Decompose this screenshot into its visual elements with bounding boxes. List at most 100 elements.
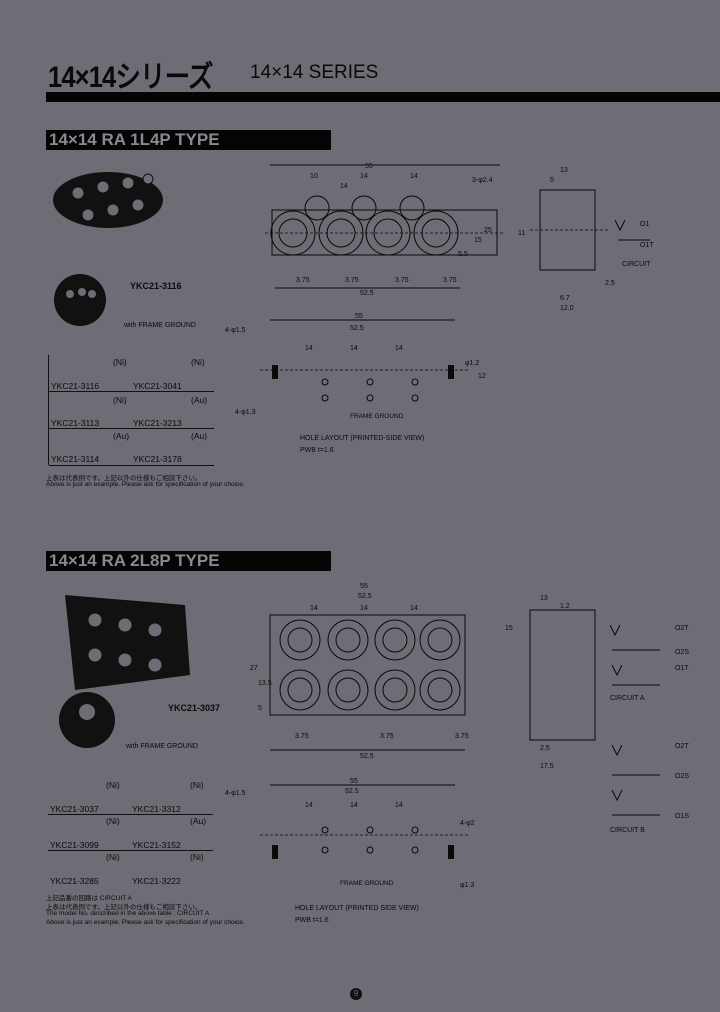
dim-label: 12: [478, 373, 486, 380]
dim-label: 3.75: [296, 277, 310, 284]
dim-label: 5: [550, 177, 554, 184]
dim-label: 52.5: [345, 788, 359, 795]
circuit-label: CIRCUIT: [622, 261, 651, 268]
dim-label: 13: [560, 167, 568, 174]
page-title-en: 14×14 SERIES: [250, 62, 379, 83]
plating: (Au): [113, 431, 130, 441]
dim-label: 10: [310, 173, 318, 180]
model-number: YKC21-3285: [50, 876, 99, 886]
dim-label: 14: [360, 173, 368, 180]
hole-layout-caption: HOLE LAYOUT (PRINTED-SIDE VIEW): [300, 435, 424, 442]
dim-label: 5.5: [458, 251, 468, 258]
plating: (Ni): [106, 780, 120, 790]
circuit-label: O1: [640, 221, 649, 228]
side-view-drawing-1l4p: 13 5 11 2.5 6.7 12.0 O1 O1T CIRCUIT: [518, 167, 654, 312]
dim-label: 14: [310, 605, 318, 612]
dim-label: 14: [305, 345, 313, 352]
model-number: YKC21-3099: [50, 840, 99, 850]
model-number: YKC21-3116: [51, 381, 100, 391]
title-rule: [46, 92, 720, 102]
dim-label: 6.7: [560, 295, 570, 302]
circuit-label: O2S: [675, 773, 689, 780]
dim-label: 11: [518, 230, 525, 237]
front-view-drawing-1l4p: 55 10 14 14 14 3-φ2.4 3.75 3.75 3.75 3.7…: [265, 163, 505, 297]
dim-label: 14: [350, 802, 358, 809]
model-table-2l8p: (Ni) (Ni) YKC21-3037 YKC21-3312 (Ni) (Au…: [48, 778, 213, 886]
plating: (Ni): [190, 780, 204, 790]
plating: (Ni): [113, 395, 127, 405]
dim-label: 55: [350, 778, 358, 785]
circuit-label: O2S: [675, 649, 689, 656]
dim-label: 27: [250, 665, 258, 672]
dim-label: 3.75: [345, 277, 359, 284]
plating: (Au): [191, 395, 208, 405]
dim-label: 52.5: [358, 593, 372, 600]
dim-label: 55: [355, 313, 363, 320]
plating: (Ni): [191, 357, 205, 367]
dim-label: 52.5: [360, 290, 374, 297]
plating: (Au): [191, 431, 208, 441]
model-number: YKC21-3114: [51, 454, 100, 464]
model-number: YKC21-3113: [51, 418, 100, 428]
dim-label: 3.75: [443, 277, 457, 284]
note-en: The model No. described in the above tab…: [46, 910, 210, 917]
dim-label: 4-φ1.5: [225, 327, 246, 334]
dim-label: 14: [410, 173, 418, 180]
dim-label: φ1.2: [465, 360, 479, 367]
dim-label: 14: [395, 345, 403, 352]
model-number: YKC21-3037: [50, 804, 99, 814]
dim-label: 55: [365, 163, 373, 170]
dim-label: 4-φ1.3: [235, 409, 256, 416]
section-title-1l4p: 14×14 RA 1L4P TYPE: [46, 130, 331, 150]
dim-label: 3.75: [380, 733, 394, 740]
model-number: YKC21-3312: [132, 804, 181, 814]
hole-layout-caption: HOLE LAYOUT (PRINTED SIDE VIEW): [295, 905, 419, 912]
dim-label: 13: [540, 595, 548, 602]
dim-label: 3-φ2.4: [472, 177, 493, 184]
dim-label: 4-φ2: [460, 820, 475, 827]
dim-label: 3.75: [295, 733, 309, 740]
photo-model-label: YKC21-3037: [168, 703, 221, 713]
note-en: Above is just an example. Please ask for…: [46, 481, 245, 488]
frame-ground-label: with FRAME GROUND: [126, 743, 198, 750]
note-en: Above is just an example. Please ask for…: [46, 919, 245, 926]
side-view-drawing-2l8p: 13 1.2 15 2.5 17.5 O2T O2S O1T CIRCUIT A…: [505, 595, 689, 834]
dim-label: 14: [340, 183, 348, 190]
circuit-label: CIRCUIT B: [610, 827, 645, 834]
plating: (Ni): [106, 816, 120, 826]
model-number: YKC21-3222: [132, 876, 181, 886]
circuit-label: O1S: [675, 813, 689, 820]
photo-model-label: YKC21-3116: [130, 281, 182, 291]
hole-layout-drawing-1l4p: 55 52.5 14 14 14 12 4-φ1.5 4-φ1.3 φ1.2 F…: [225, 313, 486, 454]
model-number: YKC21-3213: [133, 418, 182, 428]
hole-layout-drawing-2l8p: 55 52.5 14 14 14 4-φ1.5 4-φ2 φ1.3 FRAME …: [225, 778, 475, 924]
dim-label: 14: [350, 345, 358, 352]
dim-label: 1.2: [560, 603, 570, 610]
frame-ground-note: FRAME GROUND: [350, 413, 404, 420]
circuit-label: O2T: [675, 743, 689, 750]
plating: (Au): [190, 816, 207, 826]
page-number: 9: [350, 988, 362, 1000]
dim-label: 14: [410, 605, 418, 612]
dim-label: 55: [360, 583, 368, 590]
circuit-label: O1T: [675, 665, 689, 672]
dim-label: 15: [474, 237, 482, 244]
dim-label: 5: [258, 705, 262, 712]
dim-label: 4-φ1.5: [225, 790, 246, 797]
pwb-thickness: PWB t=1.6: [300, 447, 334, 454]
dim-label: 3.75: [395, 277, 409, 284]
circuit-label: CIRCUIT A: [610, 695, 645, 702]
dim-label: 2.5: [605, 280, 615, 287]
plating: (Ni): [190, 852, 204, 862]
note-jp: 上表は代表例です。上記以外の仕様もご相談下さい。: [46, 904, 202, 911]
dim-label: 14: [360, 605, 368, 612]
front-view-drawing-2l8p: 55 52.5 14 14 14 27 13.5 5 3.75 3.75 3.7…: [250, 583, 469, 760]
note-jp: 上記品番の回路は CIRCUIT A: [46, 895, 132, 902]
dim-label: 25: [484, 227, 492, 234]
product-photo-2l8p: [55, 585, 195, 695]
dim-label: 52.5: [360, 753, 374, 760]
circuit-label: O2T: [675, 625, 689, 632]
dim-label: 17.5: [540, 763, 554, 770]
product-photo-1l4p: [48, 165, 178, 245]
dim-label: 13.5: [258, 680, 272, 687]
